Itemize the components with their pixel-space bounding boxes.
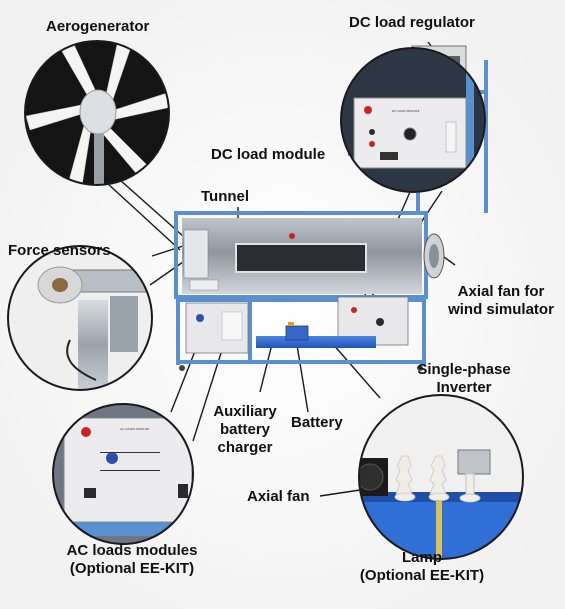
auxiliary-label-line2: battery <box>219 421 271 438</box>
ac-loads-module-inset: AC LOADS MODULE <box>52 403 194 545</box>
aerogenerator-inset <box>24 40 170 186</box>
battery-label: Battery <box>291 414 343 431</box>
auxiliary-label-line1: Auxiliary <box>213 403 277 420</box>
auxiliary-battery-charger-label: Auxiliary battery charger <box>205 403 285 457</box>
tunnel-label: Tunnel <box>201 188 250 205</box>
single-phase-inverter-label-line2: Inverter <box>436 379 492 396</box>
dc-load-module-label: DC load module <box>211 146 326 163</box>
single-phase-inverter-label-line1: Single-phase <box>417 361 511 378</box>
axial-fan-label: Axial fan <box>247 488 310 505</box>
dc-load-regulator-label: DC load regulator <box>349 14 475 31</box>
axial-fan-wind-label-line2: wind simulator <box>448 301 554 318</box>
single-phase-inverter-label: Single-phase Inverter <box>408 361 520 397</box>
dc-load-module-inset: DC LOAD MODULE <box>340 47 486 193</box>
lamp-label-line2: (Optional EE-KIT) <box>359 567 485 584</box>
svg-text:AC LOADS MODULE: AC LOADS MODULE <box>120 427 149 431</box>
force-sensors-inset <box>7 245 153 391</box>
ac-loads-modules-label: AC loads modules (Optional EE-KIT) <box>58 542 206 578</box>
lamp-label: Lamp (Optional EE-KIT) <box>348 549 496 585</box>
axial-fan-wind-label: Axial fan for wind simulator <box>446 283 556 319</box>
ac-loads-label-line1: AC loads modules <box>66 542 198 559</box>
ac-loads-label-line2: (Optional EE-KIT) <box>69 560 195 577</box>
lamp-label-line1: Lamp <box>401 549 442 566</box>
auxiliary-label-line3: charger <box>217 439 273 456</box>
svg-text:DC LOAD MODULE: DC LOAD MODULE <box>392 109 420 113</box>
force-sensors-label: Force sensors <box>8 242 111 259</box>
wind-tunnel-trainer <box>174 60 488 371</box>
lamp-inverter-inset <box>358 394 524 560</box>
aerogenerator-label: Aerogenerator <box>46 18 150 35</box>
axial-fan-wind-label-line1: Axial fan for <box>457 283 545 300</box>
